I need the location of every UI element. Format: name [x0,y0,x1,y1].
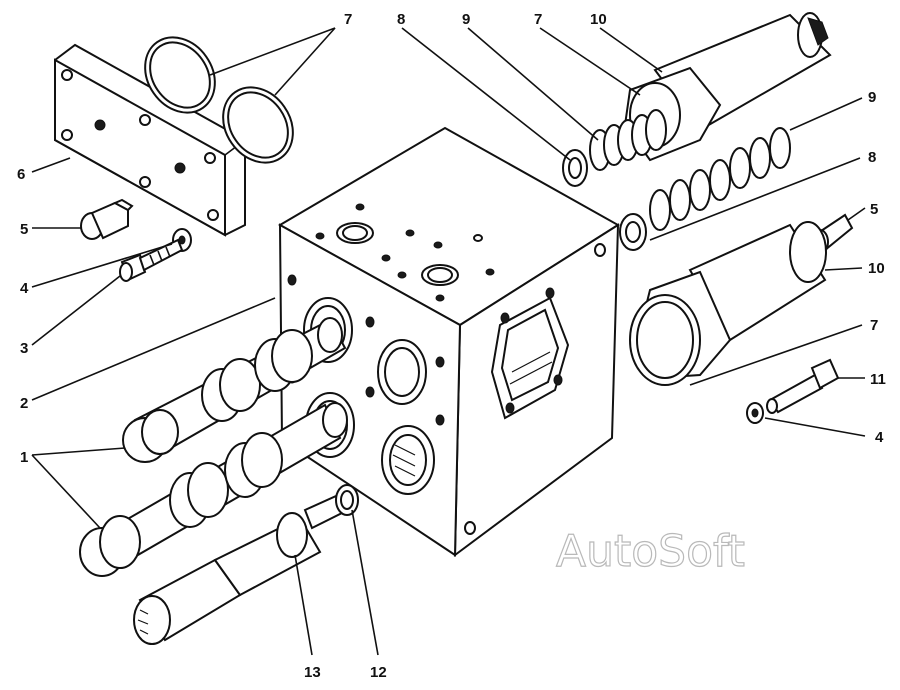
label-13: 13 [304,664,321,681]
plug-washer [335,484,359,516]
label-4-left: 4 [20,280,29,297]
label-10-right: 10 [868,260,885,277]
bolt-right [766,358,840,414]
label-5-right: 5 [870,201,878,218]
label-4-right: 4 [875,429,884,446]
watermark: AutoSoft [556,526,745,577]
label-9-top: 9 [462,11,470,28]
seal-right [619,213,647,251]
spool-upper [122,317,347,463]
cover-plate [54,43,246,237]
label-8-top: 8 [397,11,405,28]
seal-upper [562,149,588,187]
washer-right [746,402,764,424]
spring-upper [589,109,667,171]
label-11: 11 [870,371,886,388]
leader-lines [31,27,866,656]
label-1: 1 [20,449,28,466]
label-10-top: 10 [590,11,607,28]
label-7-mid: 7 [534,11,542,28]
o-rings-top [144,36,294,164]
fitting-left [80,198,134,240]
label-7-top: 7 [344,11,352,28]
o-ring-lower [629,294,701,386]
spring-right [649,127,791,231]
label-12: 12 [370,664,387,681]
label-2: 2 [20,395,28,412]
callout-labels: 1 2 3 4 4 5 5 6 7 7 7 8 8 9 9 10 10 11 1… [17,11,886,681]
label-3: 3 [20,340,28,357]
label-9-right: 9 [868,89,876,106]
label-7-right: 7 [870,317,878,334]
spool-lower [79,402,348,577]
label-8-right: 8 [868,149,876,166]
bolt-left [119,238,184,282]
label-5-left: 5 [20,221,28,238]
label-6: 6 [17,166,25,183]
